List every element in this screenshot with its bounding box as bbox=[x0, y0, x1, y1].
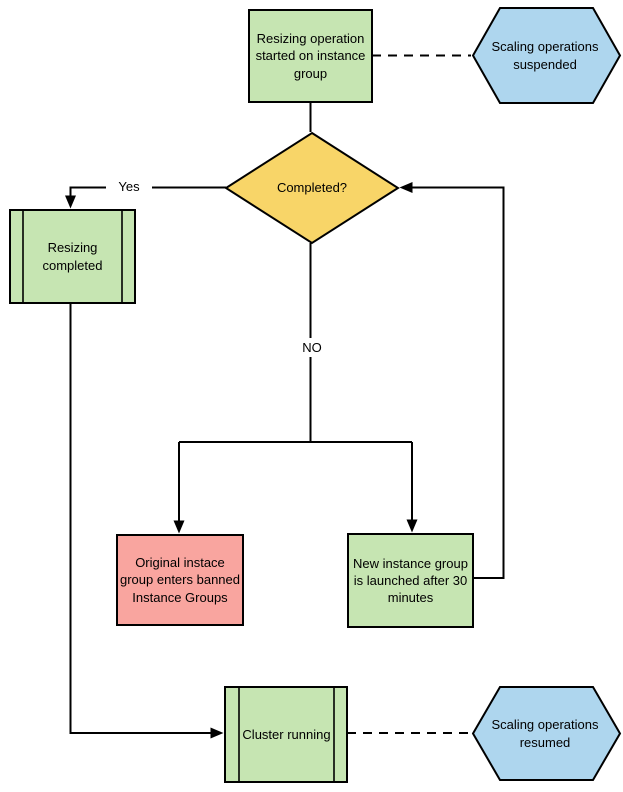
start-node-shape bbox=[248, 9, 373, 103]
resumed-hexagon-shape bbox=[471, 686, 622, 781]
decision-diamond-shape bbox=[224, 131, 400, 245]
edge-new-group-loop-to-decision bbox=[399, 182, 505, 579]
resizing-completed-shape bbox=[9, 209, 136, 304]
suspended-hexagon-shape bbox=[471, 7, 622, 104]
cluster-node-shape bbox=[224, 686, 348, 783]
edge-yes-to-resizing-completed bbox=[65, 186, 226, 209]
yes-edge-label: Yes bbox=[106, 177, 152, 196]
banned-node-shape bbox=[116, 534, 244, 626]
no-edge-label: NO bbox=[290, 338, 334, 357]
edge-resizing-completed-to-cluster bbox=[69, 303, 224, 739]
new-group-node-shape bbox=[347, 533, 474, 628]
